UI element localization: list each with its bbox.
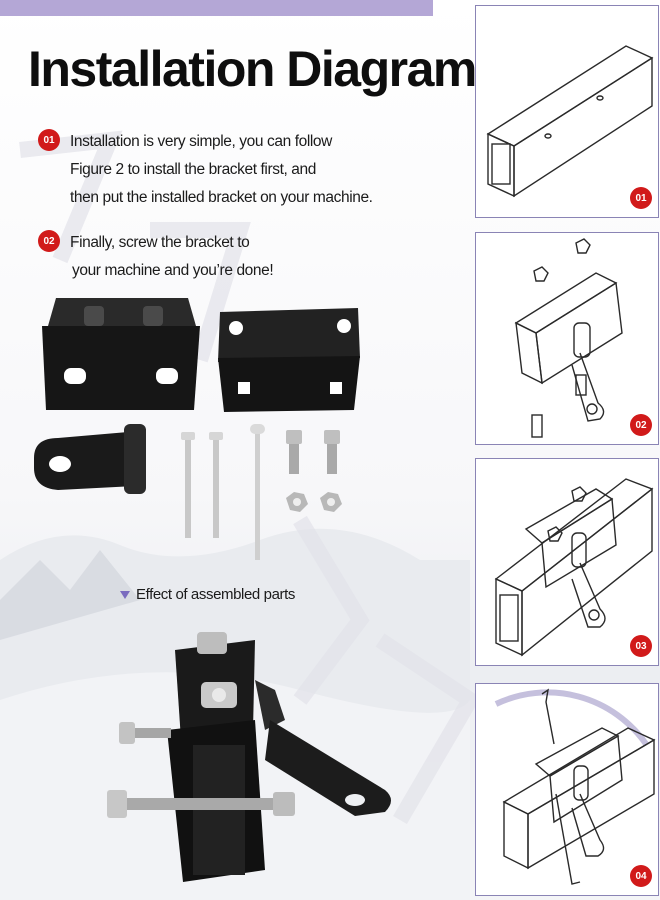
step-1-line-3: then put the installed bracket on your m… bbox=[70, 189, 373, 206]
parts-photo bbox=[34, 298, 360, 560]
assembled-photo bbox=[107, 632, 391, 882]
top-accent-bar bbox=[0, 0, 433, 16]
step-1-text: Installation is very simple, you can fol… bbox=[70, 128, 373, 212]
hitch-plate bbox=[34, 424, 146, 494]
panel-2: 02 bbox=[475, 232, 659, 445]
nuts bbox=[286, 492, 342, 512]
assembled-bolts bbox=[107, 632, 295, 818]
panel-4: 04 bbox=[475, 683, 659, 896]
step-2-line-1: Finally, screw the bracket to bbox=[70, 234, 250, 251]
panel-4-badge: 04 bbox=[630, 865, 652, 887]
bracket-exploded-icon bbox=[514, 238, 623, 438]
wrench-tightening-icon bbox=[494, 688, 656, 885]
bracket-mounted-icon bbox=[494, 478, 654, 657]
long-bolts bbox=[181, 424, 265, 560]
step-2-text: Finally, screw the bracket to your machi… bbox=[70, 229, 274, 285]
triangle-down-icon bbox=[120, 590, 130, 599]
step-2: 02 Finally, screw the bracket to your ma… bbox=[38, 229, 274, 285]
panel-2-badge: 02 bbox=[630, 414, 652, 436]
panel-3: 03 bbox=[475, 458, 659, 666]
panel-1: 01 bbox=[475, 5, 659, 218]
step-2-badge: 02 bbox=[38, 230, 60, 252]
bracket-right bbox=[218, 308, 360, 412]
effect-label-text: Effect of assembled parts bbox=[136, 586, 295, 603]
step-1: 01 Installation is very simple, you can … bbox=[38, 128, 373, 212]
effect-label: Effect of assembled parts bbox=[120, 586, 295, 603]
step-2-line-2: your machine and you’re done! bbox=[72, 262, 274, 279]
bracket-left bbox=[42, 298, 200, 410]
page-title: Installation Diagram bbox=[28, 41, 477, 97]
short-bolts bbox=[286, 430, 340, 474]
step-1-line-1: Installation is very simple, you can fol… bbox=[70, 133, 332, 150]
assembled-bracket bbox=[167, 640, 391, 882]
step-1-badge: 01 bbox=[38, 129, 60, 151]
tube-icon bbox=[486, 45, 654, 198]
step-1-line-2: Figure 2 to install the bracket first, a… bbox=[70, 161, 316, 178]
panel-1-badge: 01 bbox=[630, 187, 652, 209]
panel-3-badge: 03 bbox=[630, 635, 652, 657]
